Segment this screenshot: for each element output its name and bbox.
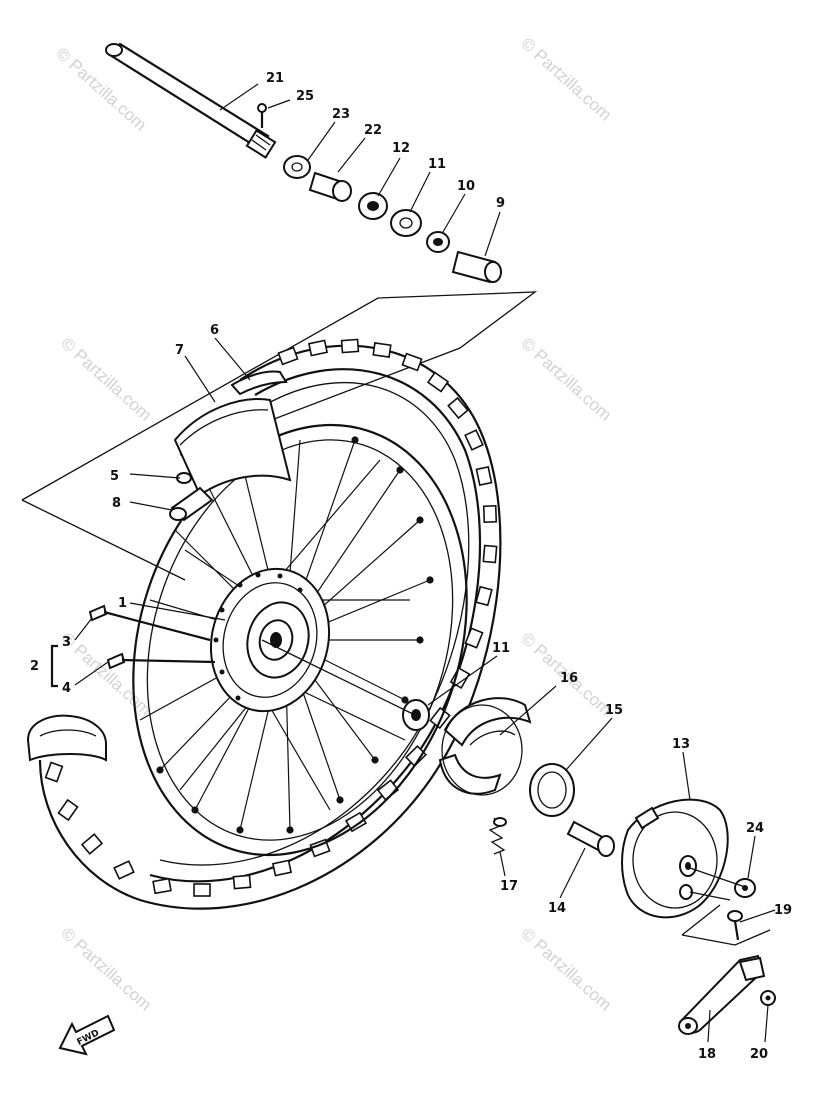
tire [26, 338, 502, 910]
label-part-5: 5 [110, 469, 119, 484]
watermark-7: © Partzilla.com [57, 924, 155, 1015]
cam-lever [678, 954, 766, 1035]
hub [209, 567, 331, 713]
tube [173, 398, 292, 497]
label-part-25: 25 [296, 89, 314, 104]
watermark-3: © Partzilla.com [57, 334, 155, 425]
label-part-12: 12 [392, 141, 410, 156]
brake-cam [566, 820, 615, 857]
nut-part [734, 878, 756, 898]
label-part-17: 17 [500, 879, 518, 894]
label-part-22: 22 [364, 123, 382, 138]
watermark-4: © Partzilla.com [517, 334, 615, 425]
label-part-20: 20 [750, 1047, 768, 1062]
cam-lever-bolt [727, 910, 743, 941]
oil-seal [529, 763, 575, 817]
lever-nut [760, 990, 776, 1006]
brake-shoes [438, 697, 532, 796]
brake-plate [621, 798, 729, 919]
label-part-13: 13 [672, 737, 690, 752]
label-part-14: 14 [548, 901, 566, 916]
label-part-8: 8 [112, 496, 121, 511]
label-part-19: 19 [774, 903, 792, 918]
valve-stem [169, 486, 214, 522]
label-part-6: 6 [210, 323, 219, 338]
label-part-3: 3 [62, 635, 71, 650]
label-part-7: 7 [175, 343, 184, 358]
watermark-8: © Partzilla.com [517, 924, 615, 1015]
label-part-10: 10 [457, 179, 475, 194]
hub-bearing [402, 699, 430, 731]
watermark-2: © Partzilla.com [517, 34, 615, 125]
brake-spring [488, 817, 507, 855]
label-part-4: 4 [62, 681, 71, 696]
part-labels: 1 2 3 4 5 6 7 8 9 10 11 11 12 13 14 15 1… [30, 71, 792, 1062]
axle-hardware [283, 155, 502, 284]
rim-band [230, 370, 288, 396]
bolt-part [257, 103, 267, 128]
watermark-5: © Partzilla.com [57, 629, 155, 720]
spoke-parts [88, 604, 216, 670]
label-part-23: 23 [332, 107, 350, 122]
label-part-11-upper: 11 [428, 157, 446, 172]
label-part-24: 24 [746, 821, 764, 836]
label-part-2: 2 [30, 659, 39, 674]
group-bracket [50, 644, 58, 688]
forward-arrow-icon: FWD [58, 1014, 116, 1056]
leader-lines [74, 83, 776, 1043]
label-part-21: 21 [266, 71, 284, 86]
label-part-15: 15 [605, 703, 623, 718]
watermark-1: © Partzilla.com [52, 44, 150, 135]
label-part-9: 9 [496, 196, 505, 211]
label-part-18: 18 [698, 1047, 716, 1062]
assembly-lines [261, 639, 771, 946]
label-part-1: 1 [118, 596, 127, 611]
rim [132, 423, 468, 857]
label-part-16: 16 [560, 671, 578, 686]
label-part-11-lower: 11 [492, 641, 510, 656]
axle [105, 42, 277, 159]
